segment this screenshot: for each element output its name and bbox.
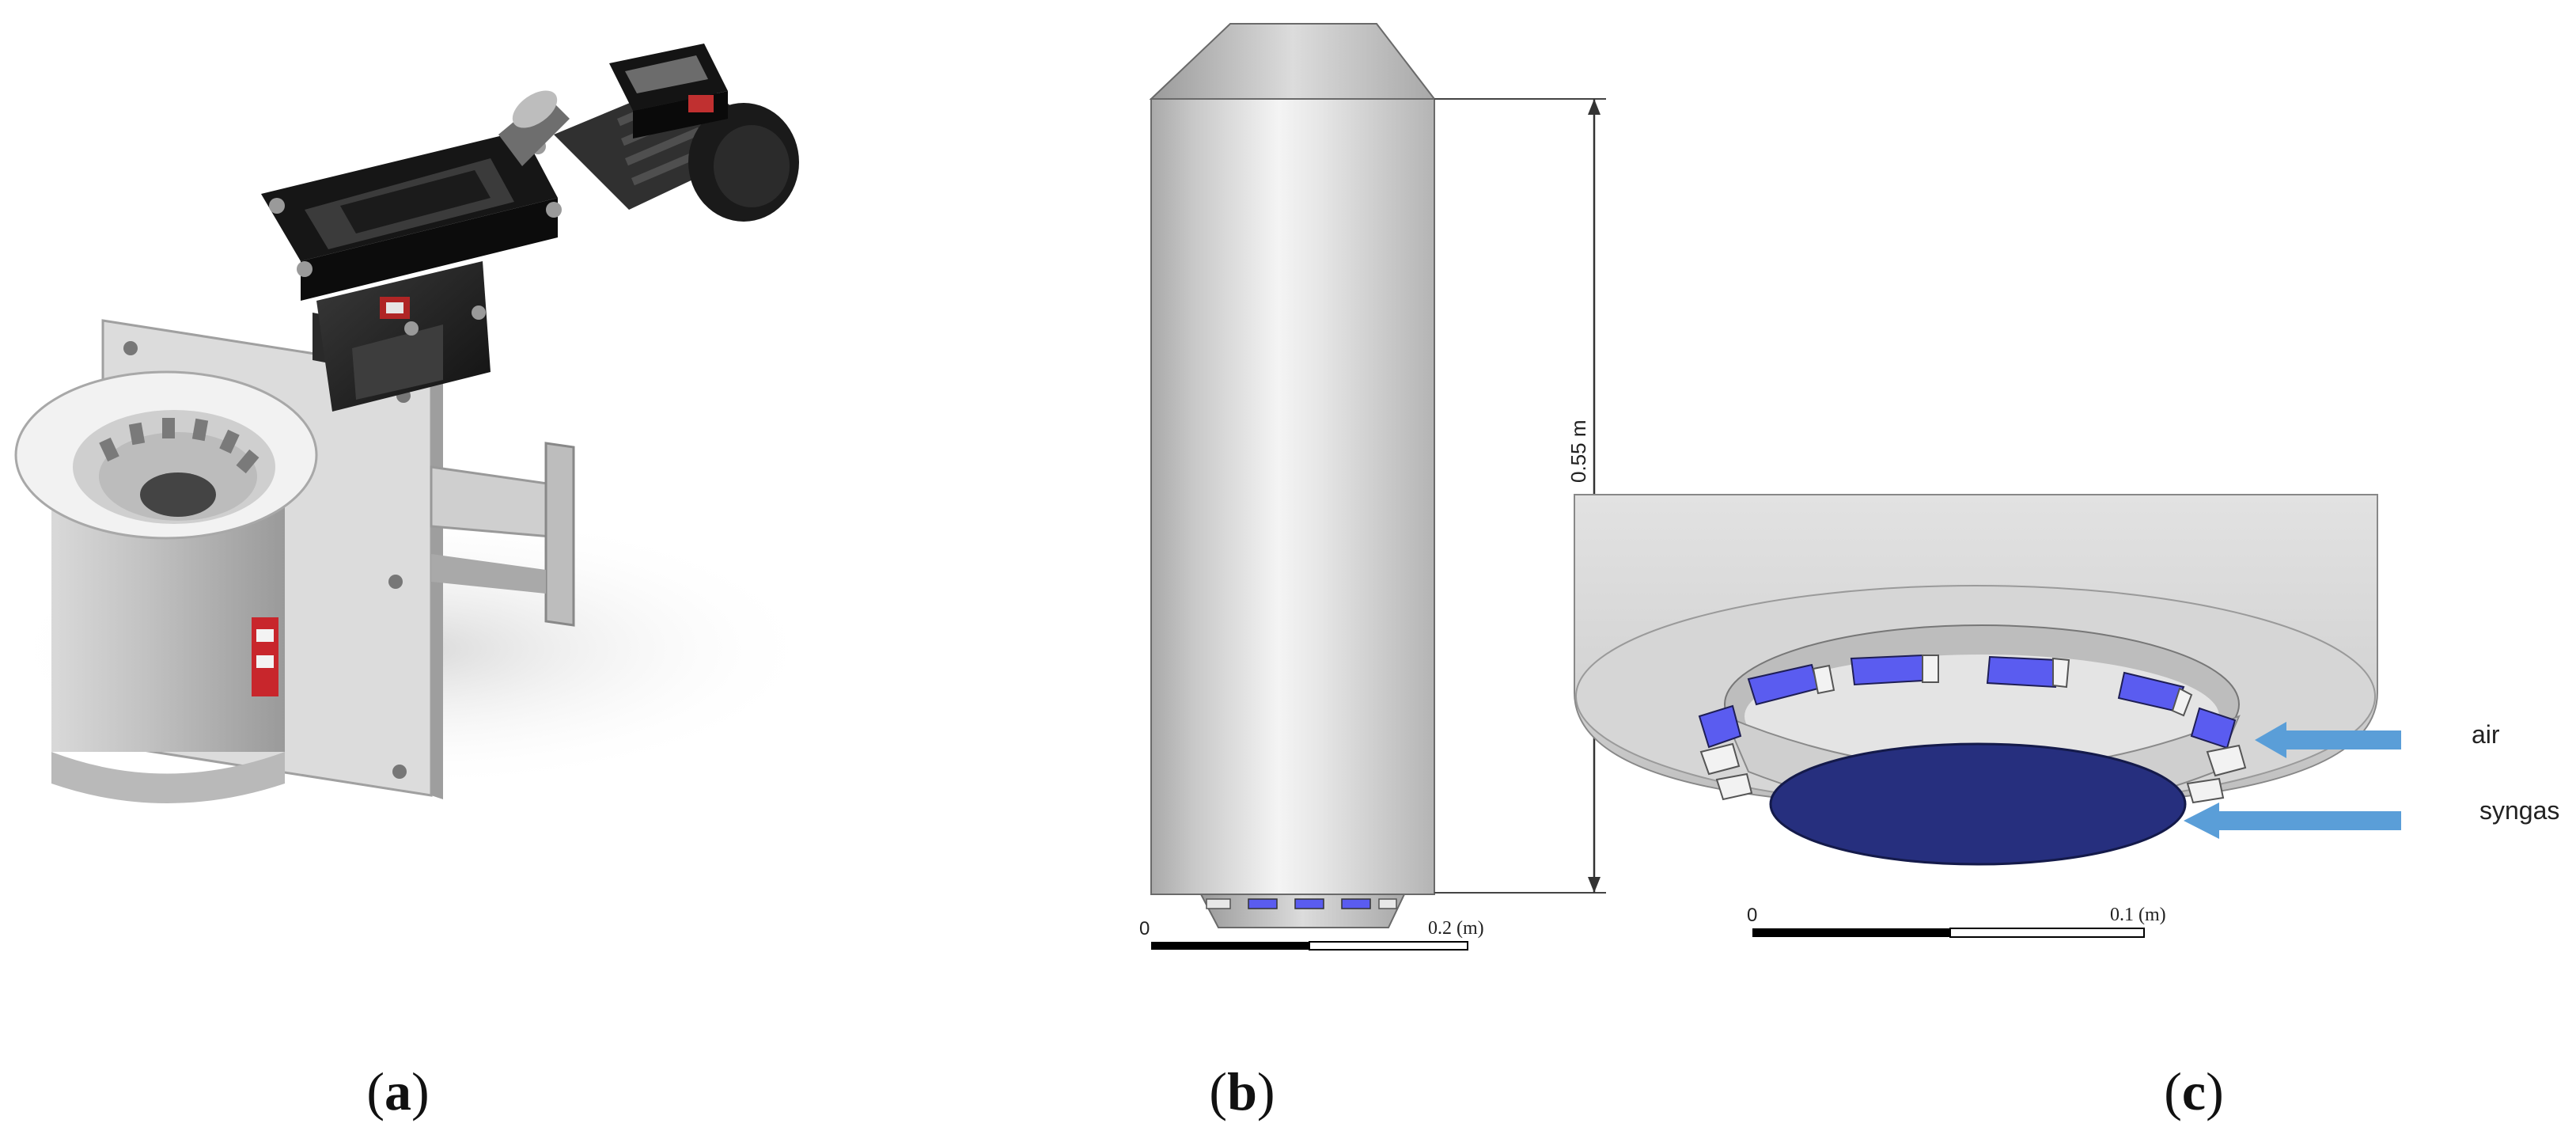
scale-b-end: 0.2 (m) bbox=[1428, 918, 1484, 939]
reactor-geometry-full bbox=[1149, 23, 1606, 951]
burner-photo bbox=[0, 44, 823, 803]
air-label: air bbox=[2472, 720, 2500, 749]
caption-a: (a) bbox=[366, 1061, 430, 1121]
scale-b-start: 0 bbox=[1139, 918, 1150, 939]
scale-c-end: 0.1 (m) bbox=[2110, 905, 2166, 925]
burner-closeup-geometry bbox=[1574, 494, 2401, 938]
caption-b: (b) bbox=[1209, 1061, 1275, 1121]
height-dimension-label: 0.55 m bbox=[1566, 419, 1590, 484]
syngas-label: syngas bbox=[2479, 796, 2560, 825]
syngas-arrow bbox=[2184, 803, 2401, 839]
air-arrow bbox=[2255, 722, 2401, 758]
caption-c: (c) bbox=[2164, 1061, 2224, 1121]
scale-c-start: 0 bbox=[1747, 905, 1758, 926]
